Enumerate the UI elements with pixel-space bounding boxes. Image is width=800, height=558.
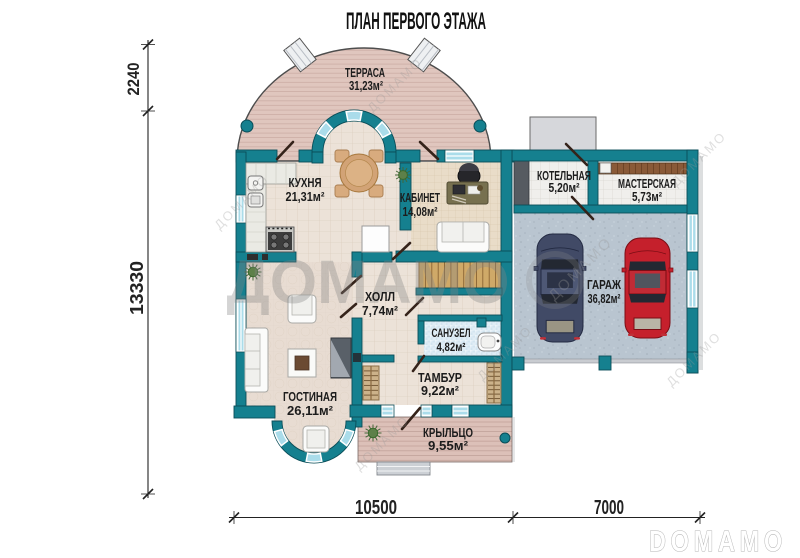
svg-text:13330: 13330 <box>127 261 147 315</box>
svg-text:21,31м²: 21,31м² <box>286 189 326 204</box>
svg-text:ГОСТИНАЯ: ГОСТИНАЯ <box>283 389 337 404</box>
svg-text:ХОЛЛ: ХОЛЛ <box>365 289 395 304</box>
svg-text:КУХНЯ: КУХНЯ <box>289 175 322 190</box>
svg-text:5,20м²: 5,20м² <box>549 180 581 195</box>
svg-text:7000: 7000 <box>594 497 624 519</box>
svg-text:7,74м²: 7,74м² <box>362 303 399 318</box>
svg-text:ТАМБУР: ТАМБУР <box>418 370 462 385</box>
svg-text:КРЫЛЬЦО: КРЫЛЬЦО <box>423 425 473 440</box>
svg-text:ГАРАЖ: ГАРАЖ <box>587 277 621 292</box>
svg-text:36,82м²: 36,82м² <box>588 291 621 306</box>
svg-text:ПЛАН ПЕРВОГО ЭТАЖА: ПЛАН ПЕРВОГО ЭТАЖА <box>346 8 486 35</box>
svg-text:5,73м²: 5,73м² <box>632 189 663 204</box>
svg-text:КАБИНЕТ: КАБИНЕТ <box>400 190 440 205</box>
svg-text:МАСТЕРСКАЯ: МАСТЕРСКАЯ <box>618 176 676 191</box>
svg-text:10500: 10500 <box>355 497 397 519</box>
svg-text:САНУЗЕЛ: САНУЗЕЛ <box>432 326 471 340</box>
svg-text:26,11м²: 26,11м² <box>287 403 334 418</box>
svg-text:9,55м²: 9,55м² <box>428 438 469 453</box>
svg-text:КОТЕЛЬНАЯ: КОТЕЛЬНАЯ <box>537 168 591 183</box>
svg-text:2240: 2240 <box>124 63 143 96</box>
svg-text:31,23м²: 31,23м² <box>349 78 383 93</box>
svg-text:4,82м²: 4,82м² <box>437 340 466 354</box>
svg-text:ТЕРРАСА: ТЕРРАСА <box>345 65 385 80</box>
svg-text:9,22м²: 9,22м² <box>421 383 460 398</box>
svg-text:ДОМАМО: ДОМАМО <box>227 248 510 316</box>
svg-text:14,08м²: 14,08м² <box>403 204 439 219</box>
svg-text:DOMAMO: DOMAMO <box>649 526 787 558</box>
